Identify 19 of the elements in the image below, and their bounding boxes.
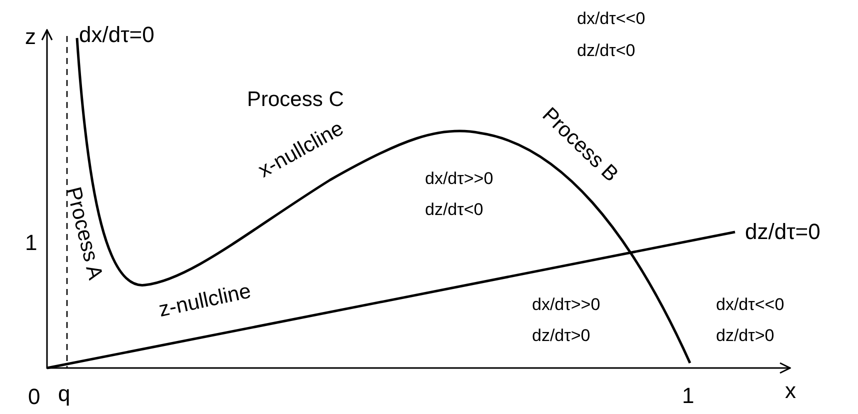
- region-label: dx/dτ<<0: [577, 10, 646, 27]
- nullcline-equation: dz/dτ=0: [745, 221, 820, 243]
- axis-label: z: [25, 26, 36, 48]
- tick-label: 0: [28, 386, 40, 408]
- process-label: Process C: [247, 89, 344, 110]
- region-label: dz/dτ<0: [577, 42, 636, 59]
- region-label: dx/dτ>>0: [532, 296, 600, 313]
- region-label: dz/dτ<0: [425, 201, 484, 218]
- region-label: dx/dτ>>0: [425, 170, 494, 187]
- process-label: Process A: [62, 185, 106, 282]
- curve-label: z-nullcline: [157, 280, 253, 321]
- region-label: dz/dτ>0: [532, 327, 590, 344]
- tick-label: 1: [682, 385, 694, 407]
- axis-label: x: [785, 380, 796, 402]
- region-label: dx/dτ<<0: [716, 296, 784, 313]
- tick-label: 1: [25, 232, 38, 254]
- region-label: dz/dτ>0: [716, 327, 774, 344]
- tick-label: q: [58, 383, 70, 405]
- nullcline-equation: dx/dτ=0: [79, 24, 154, 46]
